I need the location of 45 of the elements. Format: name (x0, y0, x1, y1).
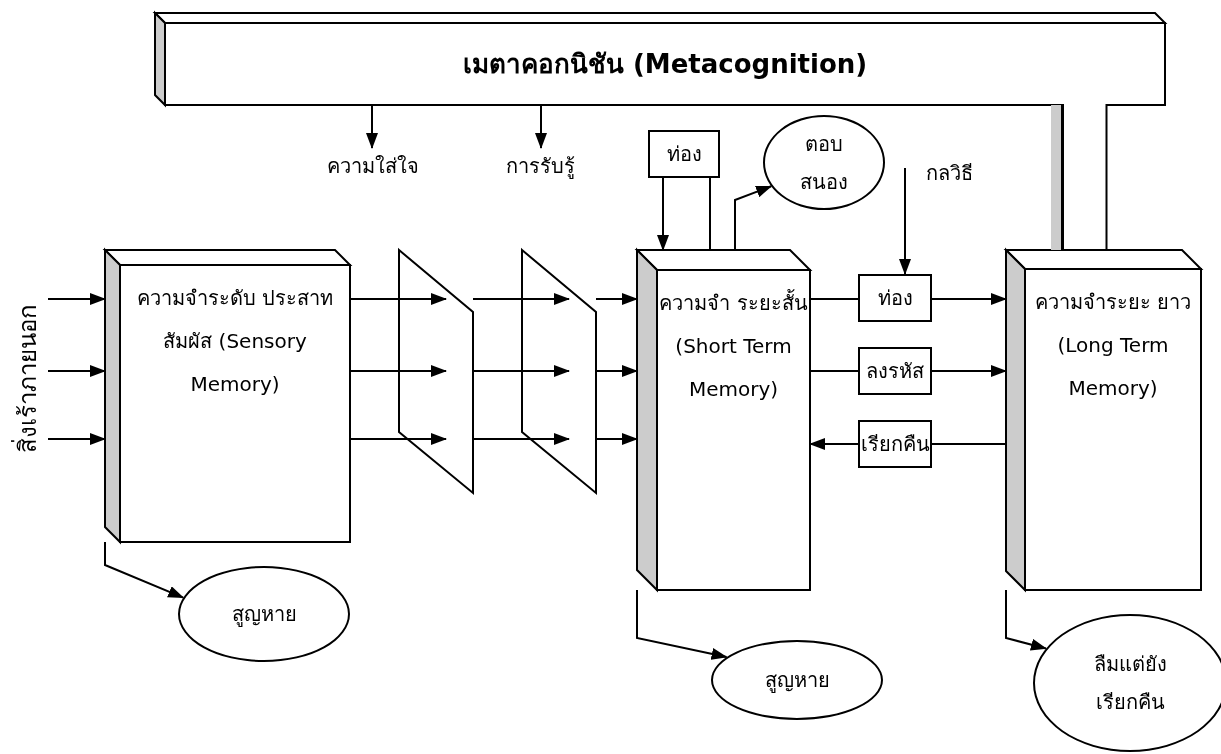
arrow (349, 365, 447, 377)
arrow (595, 293, 638, 305)
node-label: ความจำระยะ ยาว (Long Term Memory) (1033, 289, 1193, 402)
node-label: เรียกคืน (860, 431, 930, 458)
arrow (47, 365, 106, 377)
node-label: ความจำ ระยะสั้น (Short Term Memory) (658, 288, 809, 403)
arrow (636, 589, 728, 660)
arrow (595, 433, 638, 445)
process-box (858, 274, 932, 322)
arrow (349, 433, 447, 445)
arrow (104, 541, 185, 599)
arrow (535, 104, 547, 149)
arrow (657, 177, 669, 251)
arrow (899, 167, 911, 275)
node-label: ความจำระดับ ประสาทสัมผัส (Sensory Memory) (135, 285, 335, 398)
node-label: ท่อง (877, 285, 913, 312)
filter-shape (399, 250, 473, 493)
stage-label: ความใส่ใจ (315, 148, 430, 184)
filter-shape (522, 250, 596, 493)
arrow (931, 293, 1007, 305)
arrow (931, 365, 1007, 377)
arrow (47, 293, 106, 305)
arrow (595, 365, 638, 377)
arrow (472, 365, 570, 377)
node-label: เมตาคอกนิชัน (Metacognition) (462, 47, 868, 81)
stage-label: การรับรู้ (485, 148, 595, 184)
process-box (648, 130, 720, 178)
arrow (47, 433, 106, 445)
node-label: ลืมแต่ยัง เรียกคืน (1092, 651, 1168, 716)
node-label: ตอบ สนอง (799, 130, 849, 196)
arrow (734, 185, 773, 251)
arrow (1005, 589, 1047, 651)
arrow (472, 433, 570, 445)
node-label: ท่อง (666, 141, 702, 168)
node-label: ลงรหัส (866, 358, 924, 385)
node-label: สูญหาย (231, 601, 297, 629)
input-label: สิ่งเร้าภายนอก (8, 290, 48, 465)
arrow (366, 104, 378, 149)
node-label: สูญหาย (764, 667, 830, 695)
arrow (809, 438, 859, 450)
process-box (858, 420, 932, 468)
process-box (858, 347, 932, 395)
connector-column (1051, 104, 1108, 250)
arrow (349, 293, 447, 305)
arrow (472, 293, 570, 305)
